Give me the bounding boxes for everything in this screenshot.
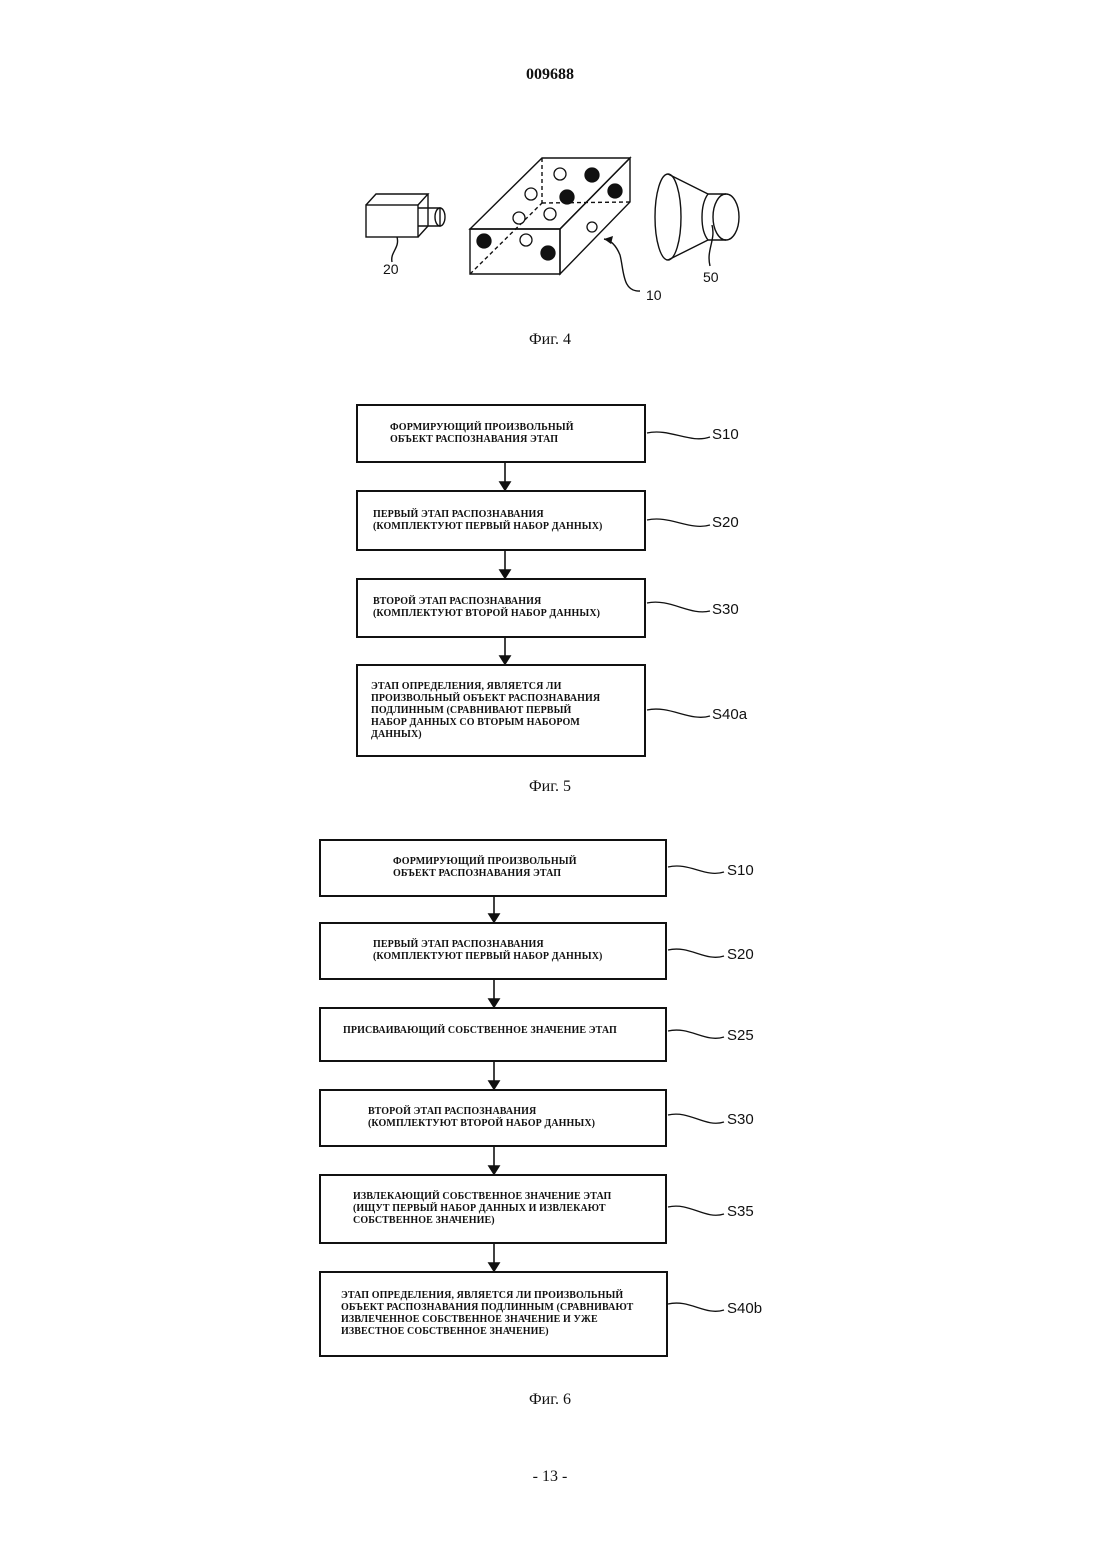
fig6-step-s30-text: ВТОРОЙ ЭТАП РАСПОЗНАВАНИЯ (КОМПЛЕКТУЮТ В… (368, 1106, 595, 1130)
fig6-label-s30: S30 (727, 1111, 754, 1128)
fig6-label-s25: S25 (727, 1027, 754, 1044)
fig6-step-s35-text: ИЗВЛЕКАЮЩИЙ СОБСТВЕННОЕ ЗНАЧЕНИЕ ЭТАП (И… (353, 1191, 611, 1227)
fig6-step-s10: ФОРМИРУЮЩИЙ ПРОИЗВОЛЬНЫЙ ОБЪЕКТ РАСПОЗНА… (319, 839, 667, 897)
fig6-step-s20: ПЕРВЫЙ ЭТАП РАСПОЗНАВАНИЯ (КОМПЛЕКТУЮТ П… (319, 922, 667, 980)
fig6-step-s25: ПРИСВАИВАЮЩИЙ СОБСТВЕННОЕ ЗНАЧЕНИЕ ЭТАП (319, 1007, 667, 1062)
figure-6-caption: Фиг. 6 (0, 1391, 1100, 1409)
fig6-step-s35: ИЗВЛЕКАЮЩИЙ СОБСТВЕННОЕ ЗНАЧЕНИЕ ЭТАП (И… (319, 1174, 667, 1244)
fig6-label-s20: S20 (727, 946, 754, 963)
fig6-step-s20-text: ПЕРВЫЙ ЭТАП РАСПОЗНАВАНИЯ (КОМПЛЕКТУЮТ П… (373, 939, 602, 963)
fig6-label-s35: S35 (727, 1203, 754, 1220)
fig6-step-s30: ВТОРОЙ ЭТАП РАСПОЗНАВАНИЯ (КОМПЛЕКТУЮТ В… (319, 1089, 667, 1147)
fig6-step-s40b-text: ЭТАП ОПРЕДЕЛЕНИЯ, ЯВЛЯЕТСЯ ЛИ ПРОИЗВОЛЬН… (341, 1290, 633, 1338)
fig6-step-s40b: ЭТАП ОПРЕДЕЛЕНИЯ, ЯВЛЯЕТСЯ ЛИ ПРОИЗВОЛЬН… (319, 1271, 668, 1357)
fig6-step-s25-text: ПРИСВАИВАЮЩИЙ СОБСТВЕННОЕ ЗНАЧЕНИЕ ЭТАП (343, 1025, 617, 1037)
fig6-step-s10-text: ФОРМИРУЮЩИЙ ПРОИЗВОЛЬНЫЙ ОБЪЕКТ РАСПОЗНА… (393, 856, 577, 880)
fig6-label-s10: S10 (727, 862, 754, 879)
page-number: - 13 - (0, 1468, 1100, 1486)
fig6-label-s40b: S40b (727, 1300, 762, 1317)
